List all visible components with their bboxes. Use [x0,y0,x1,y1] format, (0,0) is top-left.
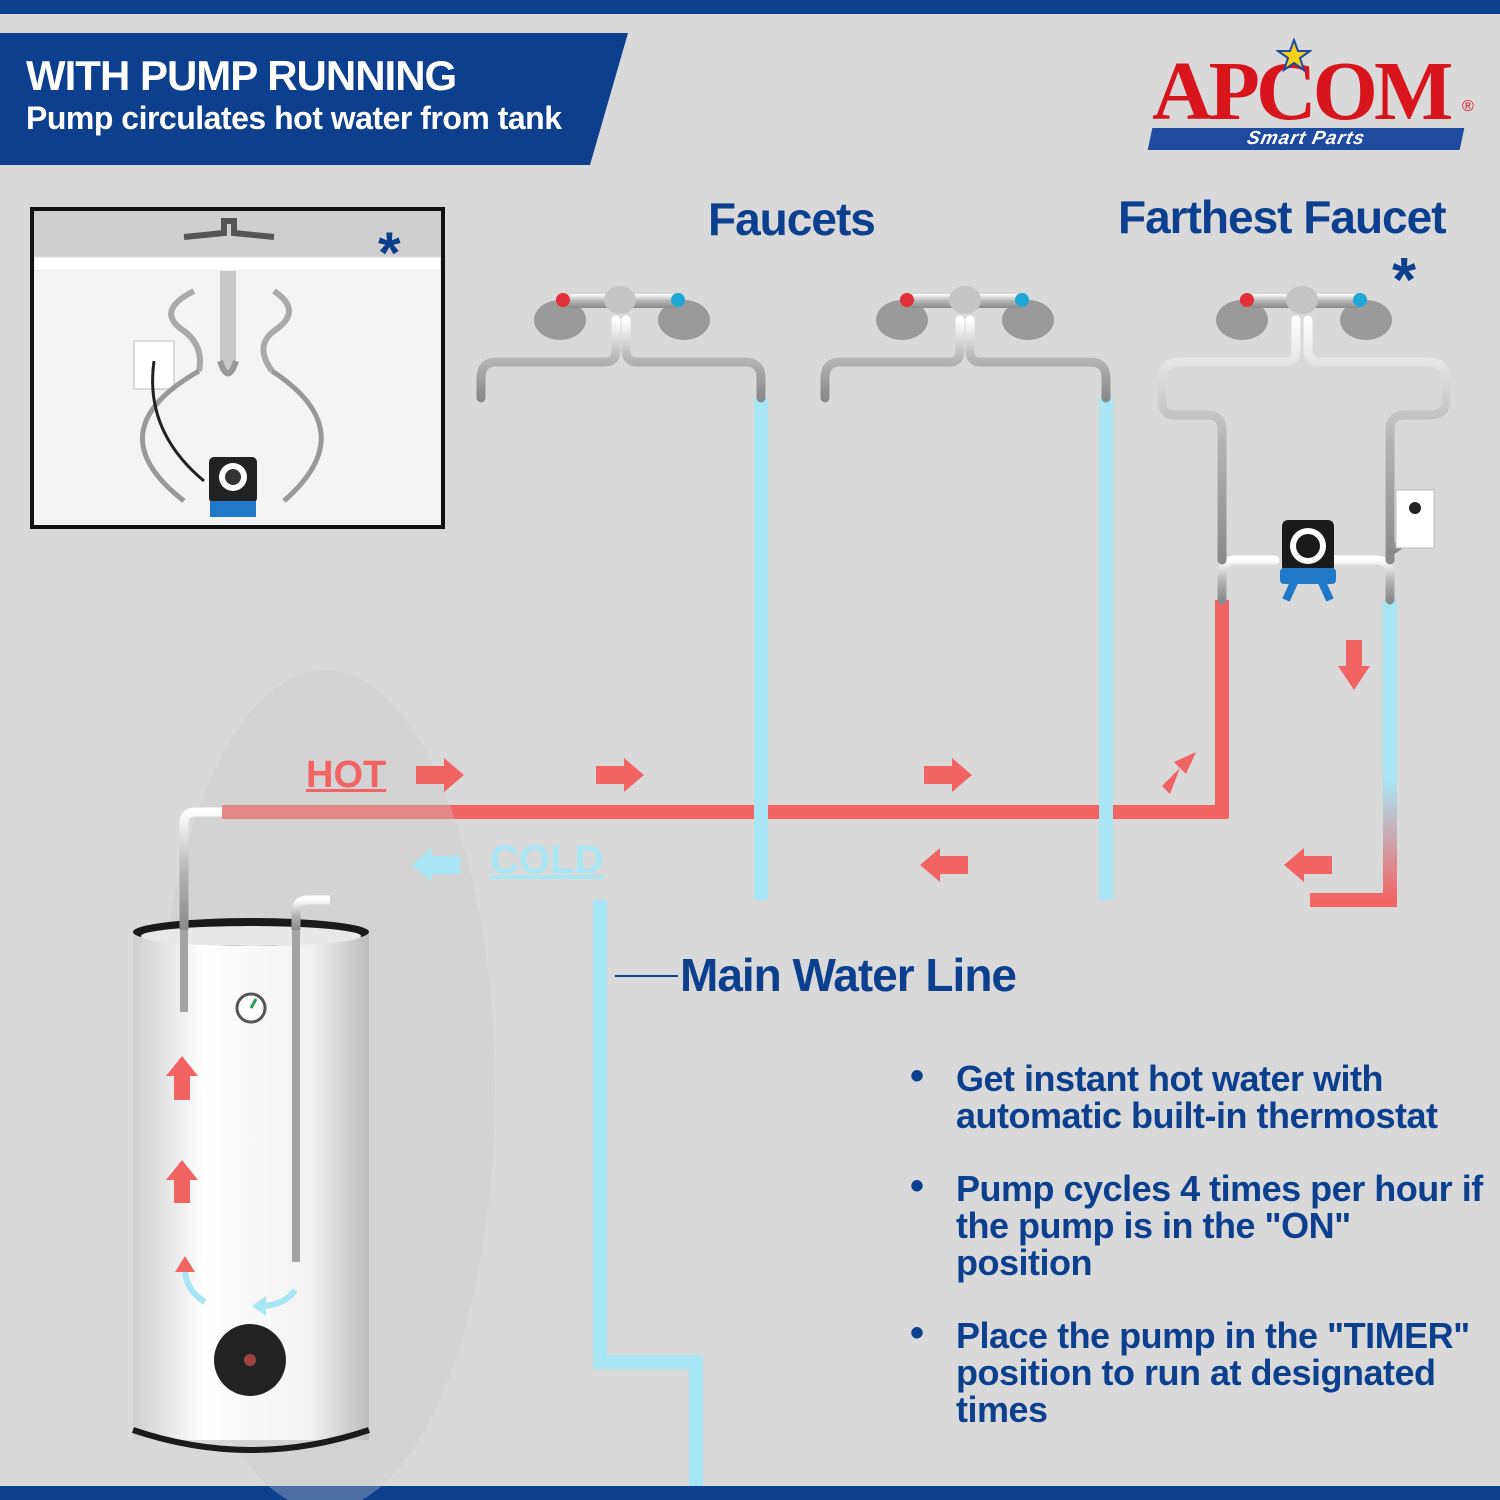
arrow-up-icon [166,1160,198,1203]
arrow-left-icon [412,848,460,882]
arrow-left-icon [920,848,968,882]
circulation-arrow-icon [175,1256,195,1272]
circulation-arrow-icon [252,1296,266,1316]
asterisk-icon: * [1392,246,1417,315]
arrow-left-icon [1284,848,1332,882]
banner-title: WITH PUMP RUNNING [26,52,457,99]
feature-item: Place the pump in the "TIMER" position t… [910,1315,1490,1428]
faucet [534,286,710,340]
feature-list: Get instant hot water with automatic bui… [910,1058,1490,1464]
faucets-heading: Faucets [708,193,876,245]
feature-item: Pump cycles 4 times per hour if the pump… [910,1168,1490,1281]
arrow-right-icon [416,758,464,792]
feature-item: Get instant hot water with automatic bui… [910,1058,1490,1134]
main-water-line [593,900,703,1486]
cold-label: COLD [490,838,604,882]
sink-illustration [34,211,441,525]
pump-icon [1280,489,1435,602]
bottom-bar [0,1486,1500,1500]
banner-subtitle: Pump circulates hot water from tank [26,100,562,136]
top-bar [0,0,1500,14]
arrow-right-icon [596,758,644,792]
registered-mark: ® [1462,98,1474,115]
arrow-up-right-icon [1162,752,1196,794]
asterisk-icon: * [378,221,401,286]
main-water-line-label: Main Water Line [680,949,1017,1001]
return-riser [1310,600,1397,907]
arrow-right-icon [924,758,972,792]
faucet [876,286,1054,340]
arrow-down-icon [1338,640,1370,690]
sink-install-photo: * [30,207,445,529]
faucet-pipes [476,315,1451,605]
hot-flow-arrows [166,640,1370,1203]
arrow-up-icon [166,1056,198,1100]
star-icon [1276,38,1312,73]
water-heater-tank [132,670,495,1500]
hot-label: HOT [306,754,387,796]
farthest-faucet [1216,286,1392,340]
farthest-faucet-heading: Farthest Faucet [1118,191,1447,243]
title-banner [0,33,628,165]
